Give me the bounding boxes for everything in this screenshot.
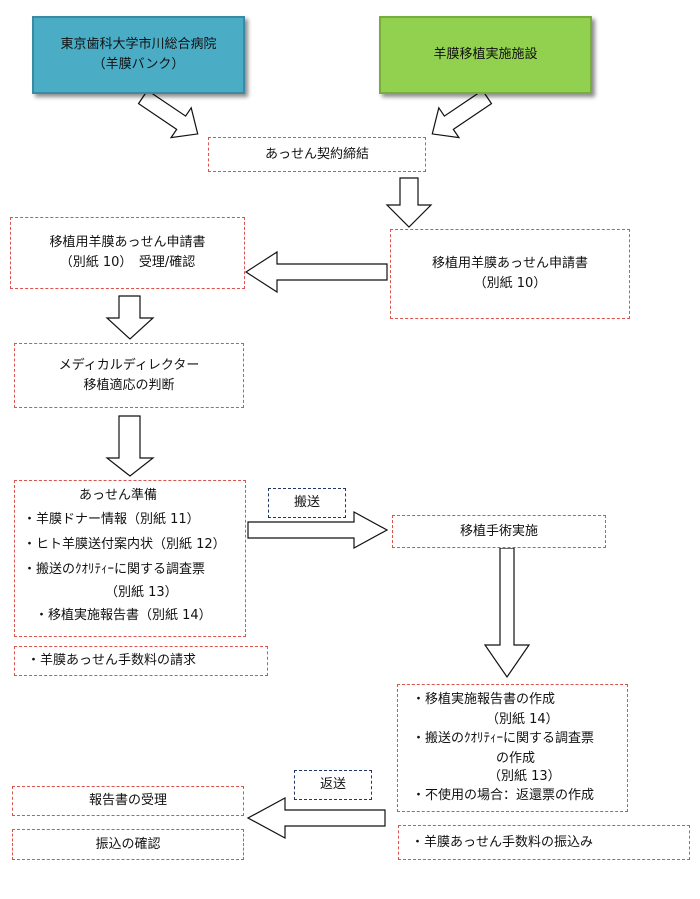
preparation-item: （別紙 13） xyxy=(105,585,178,600)
arrow-application-to-receipt xyxy=(244,250,388,294)
arrow-contract-to-application xyxy=(385,177,433,228)
transport-tag: 搬送 xyxy=(268,488,346,518)
application-box: 移植用羊膜あっせん申請書 （別紙 10） xyxy=(390,229,630,319)
fee-request-label: ・羊膜あっせん手数料の請求 xyxy=(27,653,197,668)
reports-item: の作成 xyxy=(496,751,536,766)
arrow-facility-to-contract xyxy=(431,89,493,139)
medical-director-task: 移植適応の判断 xyxy=(83,377,175,393)
bank-subtitle: （羊膜バンク） xyxy=(92,57,185,72)
receipt-title: 移植用羊膜あっせん申請書 xyxy=(49,235,206,250)
reports-item: ・不使用の場合：返還票の作成 xyxy=(412,788,595,803)
arrow-director-to-preparation xyxy=(105,415,155,477)
preparation-title: あっせん準備 xyxy=(79,488,158,503)
bank-name: 東京歯科大学市川総合病院 xyxy=(60,37,217,52)
arrow-bank-to-contract xyxy=(137,89,199,139)
preparation-item: ・ヒト羊膜送付案内状（別紙 12） xyxy=(23,537,226,552)
report-receipt-label: 報告書の受理 xyxy=(88,793,167,808)
medical-director-box: メディカルディレクター 移植適応の判断 xyxy=(14,343,244,408)
arrow-receipt-to-director xyxy=(105,295,155,340)
transfer-confirm-label: 振込の確認 xyxy=(95,836,161,852)
return-send-label: 返送 xyxy=(319,777,346,792)
reports-item: ・搬送のｸｵﾘﾃｨｰに関する調査票 xyxy=(412,731,595,746)
receipt-box: 移植用羊膜あっせん申請書 （別紙 10） 受理/確認 xyxy=(10,217,245,289)
fee-transfer-label: ・羊膜あっせん手数料の振込み xyxy=(411,834,594,850)
arrow-surgery-to-reports xyxy=(483,547,531,679)
preparation-item: ・搬送のｸｵﾘﾃｨｰに関する調査票 xyxy=(23,562,206,577)
reports-item: （別紙 13） xyxy=(488,769,561,784)
surgery-box: 移植手術実施 xyxy=(392,515,606,548)
return-send-tag: 返送 xyxy=(294,770,372,800)
receipt-ref: （別紙 10） 受理/確認 xyxy=(59,255,196,270)
reports-item: ・移植実施報告書の作成 xyxy=(412,692,556,707)
application-ref: （別紙 10） xyxy=(473,276,547,291)
transfer-confirm-box: 振込の確認 xyxy=(12,829,244,860)
arrow-preparation-to-surgery xyxy=(247,510,389,550)
preparation-item: ・移植実施報告書（別紙 14） xyxy=(35,608,212,623)
reports-box: ・移植実施報告書の作成 （別紙 14） ・搬送のｸｵﾘﾃｨｰに関する調査票 の作… xyxy=(397,684,628,812)
medical-director-title: メディカルディレクター xyxy=(58,357,200,373)
reports-item: （別紙 14） xyxy=(486,712,559,727)
facility-box: 羊膜移植実施施設 xyxy=(379,16,592,94)
contract-box: あっせん契約締結 xyxy=(208,137,426,172)
bank-box: 東京歯科大学市川総合病院 （羊膜バンク） xyxy=(32,16,245,94)
contract-label: あっせん契約締結 xyxy=(264,146,369,162)
preparation-item: ・羊膜ドナー情報（別紙 11） xyxy=(23,512,200,527)
preparation-box: あっせん準備 ・羊膜ドナー情報（別紙 11） ・ヒト羊膜送付案内状（別紙 12）… xyxy=(14,480,246,637)
application-title: 移植用羊膜あっせん申請書 xyxy=(431,256,588,271)
fee-request-box: ・羊膜あっせん手数料の請求 xyxy=(14,646,268,676)
fee-transfer-box: ・羊膜あっせん手数料の振込み xyxy=(398,825,690,860)
surgery-label: 移植手術実施 xyxy=(459,523,538,539)
facility-label: 羊膜移植実施施設 xyxy=(433,47,538,62)
arrow-reports-to-receipt xyxy=(246,796,386,840)
report-receipt-box: 報告書の受理 xyxy=(12,786,244,816)
transport-label: 搬送 xyxy=(293,495,320,510)
